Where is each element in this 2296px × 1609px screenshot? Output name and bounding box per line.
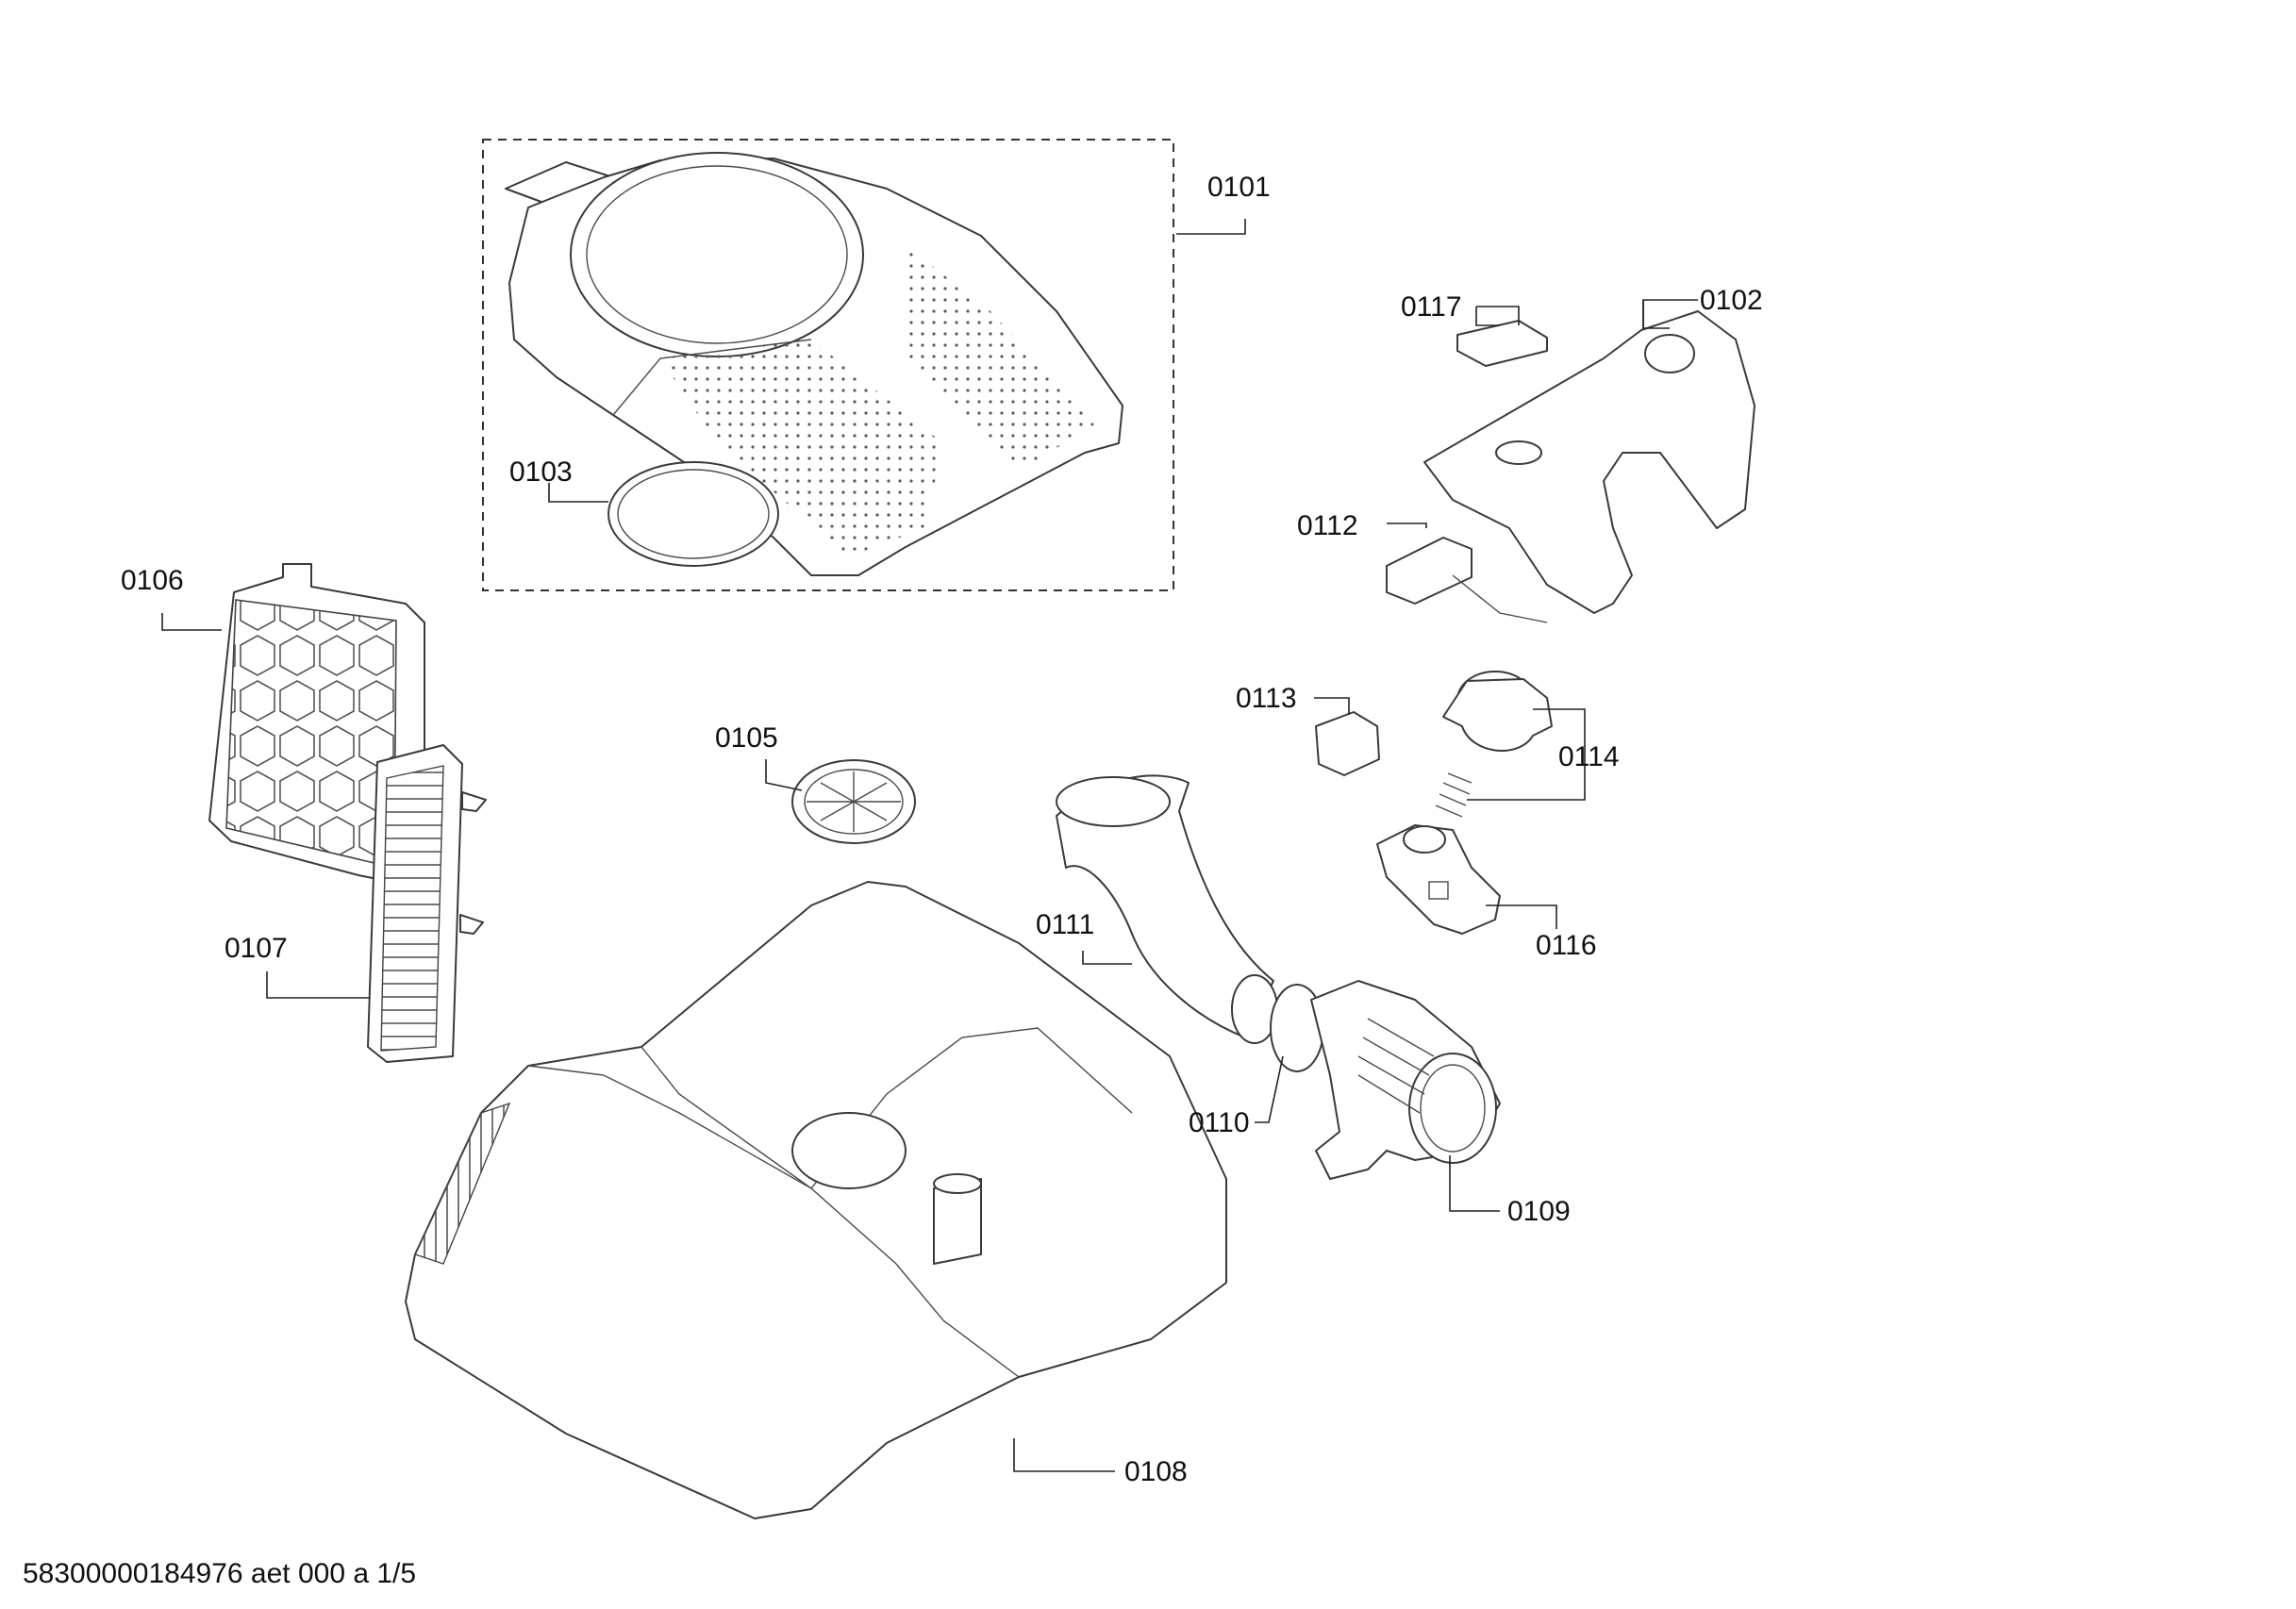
document-reference-footer: 58300000184976 aet 000 a 1/5 bbox=[23, 1558, 417, 1589]
label-0102: 0102 bbox=[1700, 285, 1763, 316]
motor-inlet bbox=[1310, 980, 1501, 1180]
label-0116: 0116 bbox=[1536, 930, 1597, 961]
top-cover bbox=[1423, 310, 1755, 614]
latch bbox=[1386, 537, 1548, 623]
callout-labels: 0101 0102 0117 0103 0112 0106 0113 0105 … bbox=[121, 172, 1763, 1487]
label-0101: 0101 bbox=[1207, 172, 1271, 203]
label-0114: 0114 bbox=[1558, 741, 1620, 772]
small-cap bbox=[1315, 711, 1380, 776]
pleated-filter bbox=[367, 744, 487, 1063]
small-pad bbox=[1456, 320, 1548, 367]
leader-lines bbox=[161, 219, 1698, 1472]
exhaust-grille bbox=[208, 563, 425, 887]
label-0117: 0117 bbox=[1401, 291, 1462, 323]
valve-body bbox=[1376, 824, 1501, 935]
lid-assembly bbox=[482, 139, 1174, 591]
label-0112: 0112 bbox=[1297, 510, 1358, 541]
label-0105: 0105 bbox=[715, 722, 778, 754]
label-0111: 0111 bbox=[1036, 909, 1094, 940]
label-0110: 0110 bbox=[1189, 1107, 1250, 1138]
valve-wheel bbox=[791, 759, 916, 844]
knob-and-spring bbox=[1435, 671, 1553, 818]
label-0109: 0109 bbox=[1507, 1196, 1571, 1227]
label-0103: 0103 bbox=[509, 456, 573, 488]
label-0113: 0113 bbox=[1236, 683, 1297, 714]
hose-elbow bbox=[1056, 774, 1278, 1044]
lid-seal-ring bbox=[607, 461, 779, 567]
lid-round-window bbox=[570, 152, 864, 357]
label-0107: 0107 bbox=[225, 933, 288, 964]
label-0106: 0106 bbox=[121, 565, 184, 596]
assembly-dashed-box bbox=[482, 139, 1174, 591]
main-housing bbox=[405, 881, 1227, 1519]
label-0108: 0108 bbox=[1124, 1456, 1188, 1487]
top-cover-part bbox=[1423, 310, 1755, 614]
